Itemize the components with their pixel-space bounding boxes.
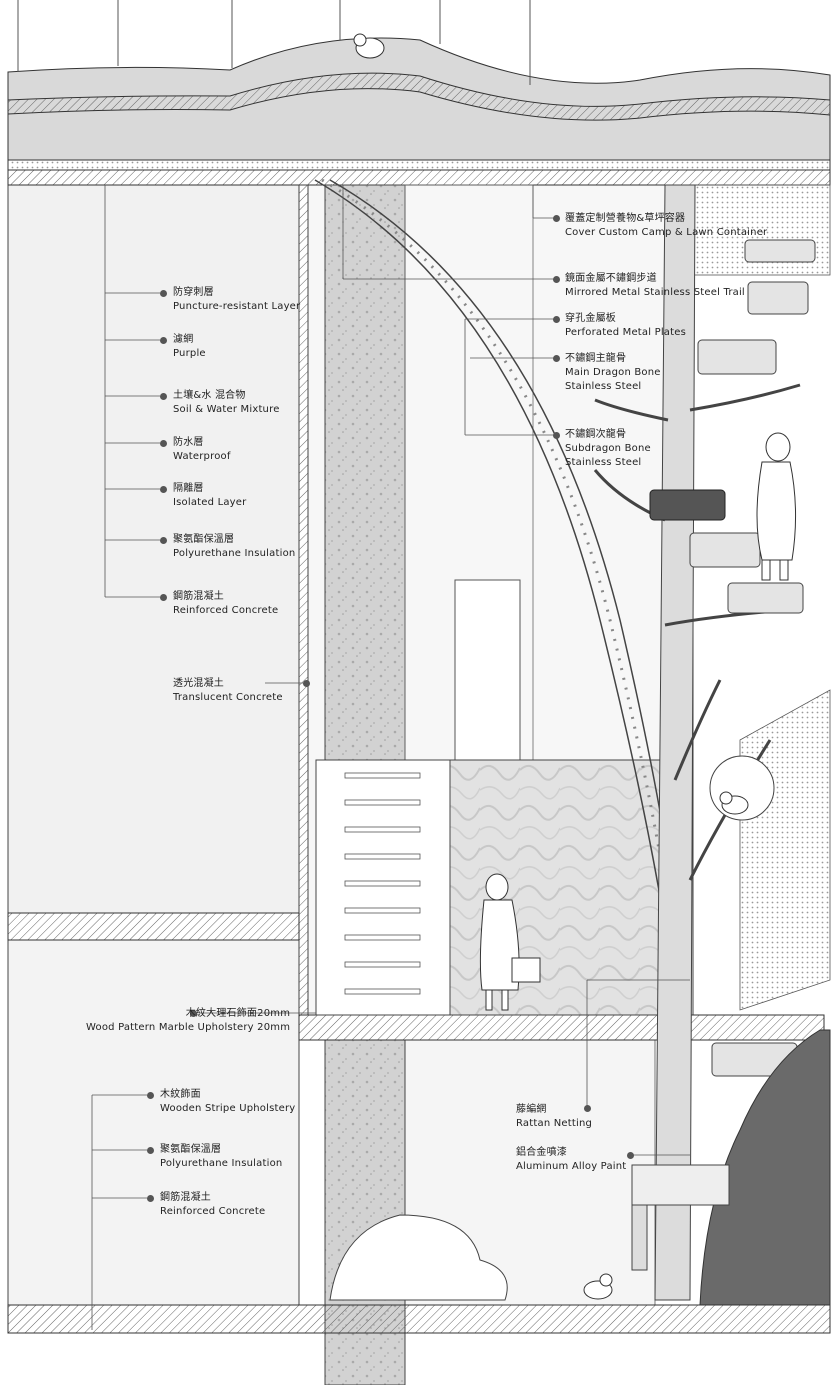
leader-dot (160, 337, 167, 344)
translucent-column-upper (324, 184, 406, 761)
dog-sphere (719, 791, 749, 815)
ground-slab (7, 1304, 831, 1334)
leader-dot (627, 1152, 634, 1159)
roof-slab (7, 169, 831, 186)
bench-leg (631, 1204, 648, 1271)
roof-soil (7, 37, 831, 161)
leader-dot (147, 1195, 154, 1202)
leader-dot (584, 1105, 591, 1112)
rock-left (329, 1214, 508, 1301)
roof-layers (7, 72, 831, 121)
leader-lines (91, 185, 690, 1330)
leader-dot (190, 1010, 197, 1017)
dark-planter (649, 489, 726, 521)
middle-floor-slab (298, 1014, 825, 1041)
cabinet-shelves (344, 772, 421, 995)
stone-planters (689, 239, 816, 1077)
lower-left-room (7, 939, 300, 1306)
leader-dot (160, 393, 167, 400)
tree-trunk (654, 184, 696, 1301)
leader-dot (160, 537, 167, 544)
cabinet (315, 759, 451, 1016)
dog-roof (353, 33, 385, 59)
leader-dot (160, 594, 167, 601)
leader-dot (147, 1092, 154, 1099)
perforated-panel-lower (739, 689, 831, 1011)
bench-top (631, 1164, 730, 1206)
leader-dot (303, 680, 310, 687)
leader-dot (553, 316, 560, 323)
person-child (479, 873, 541, 1011)
dog-ground (583, 1273, 613, 1300)
leader-dot (553, 432, 560, 439)
leader-dot (147, 1147, 154, 1154)
leader-dot (160, 440, 167, 447)
leader-dot (553, 215, 560, 222)
leader-dot (553, 276, 560, 283)
upper-left-floor-slab (7, 912, 300, 941)
leader-dot (160, 486, 167, 493)
top-window-frames (17, 0, 531, 85)
upper-left-room (7, 184, 300, 914)
roof-insulation (7, 159, 831, 171)
person-adult (756, 432, 797, 581)
door (454, 579, 521, 761)
leader-dot (160, 290, 167, 297)
leader-dot (553, 355, 560, 362)
